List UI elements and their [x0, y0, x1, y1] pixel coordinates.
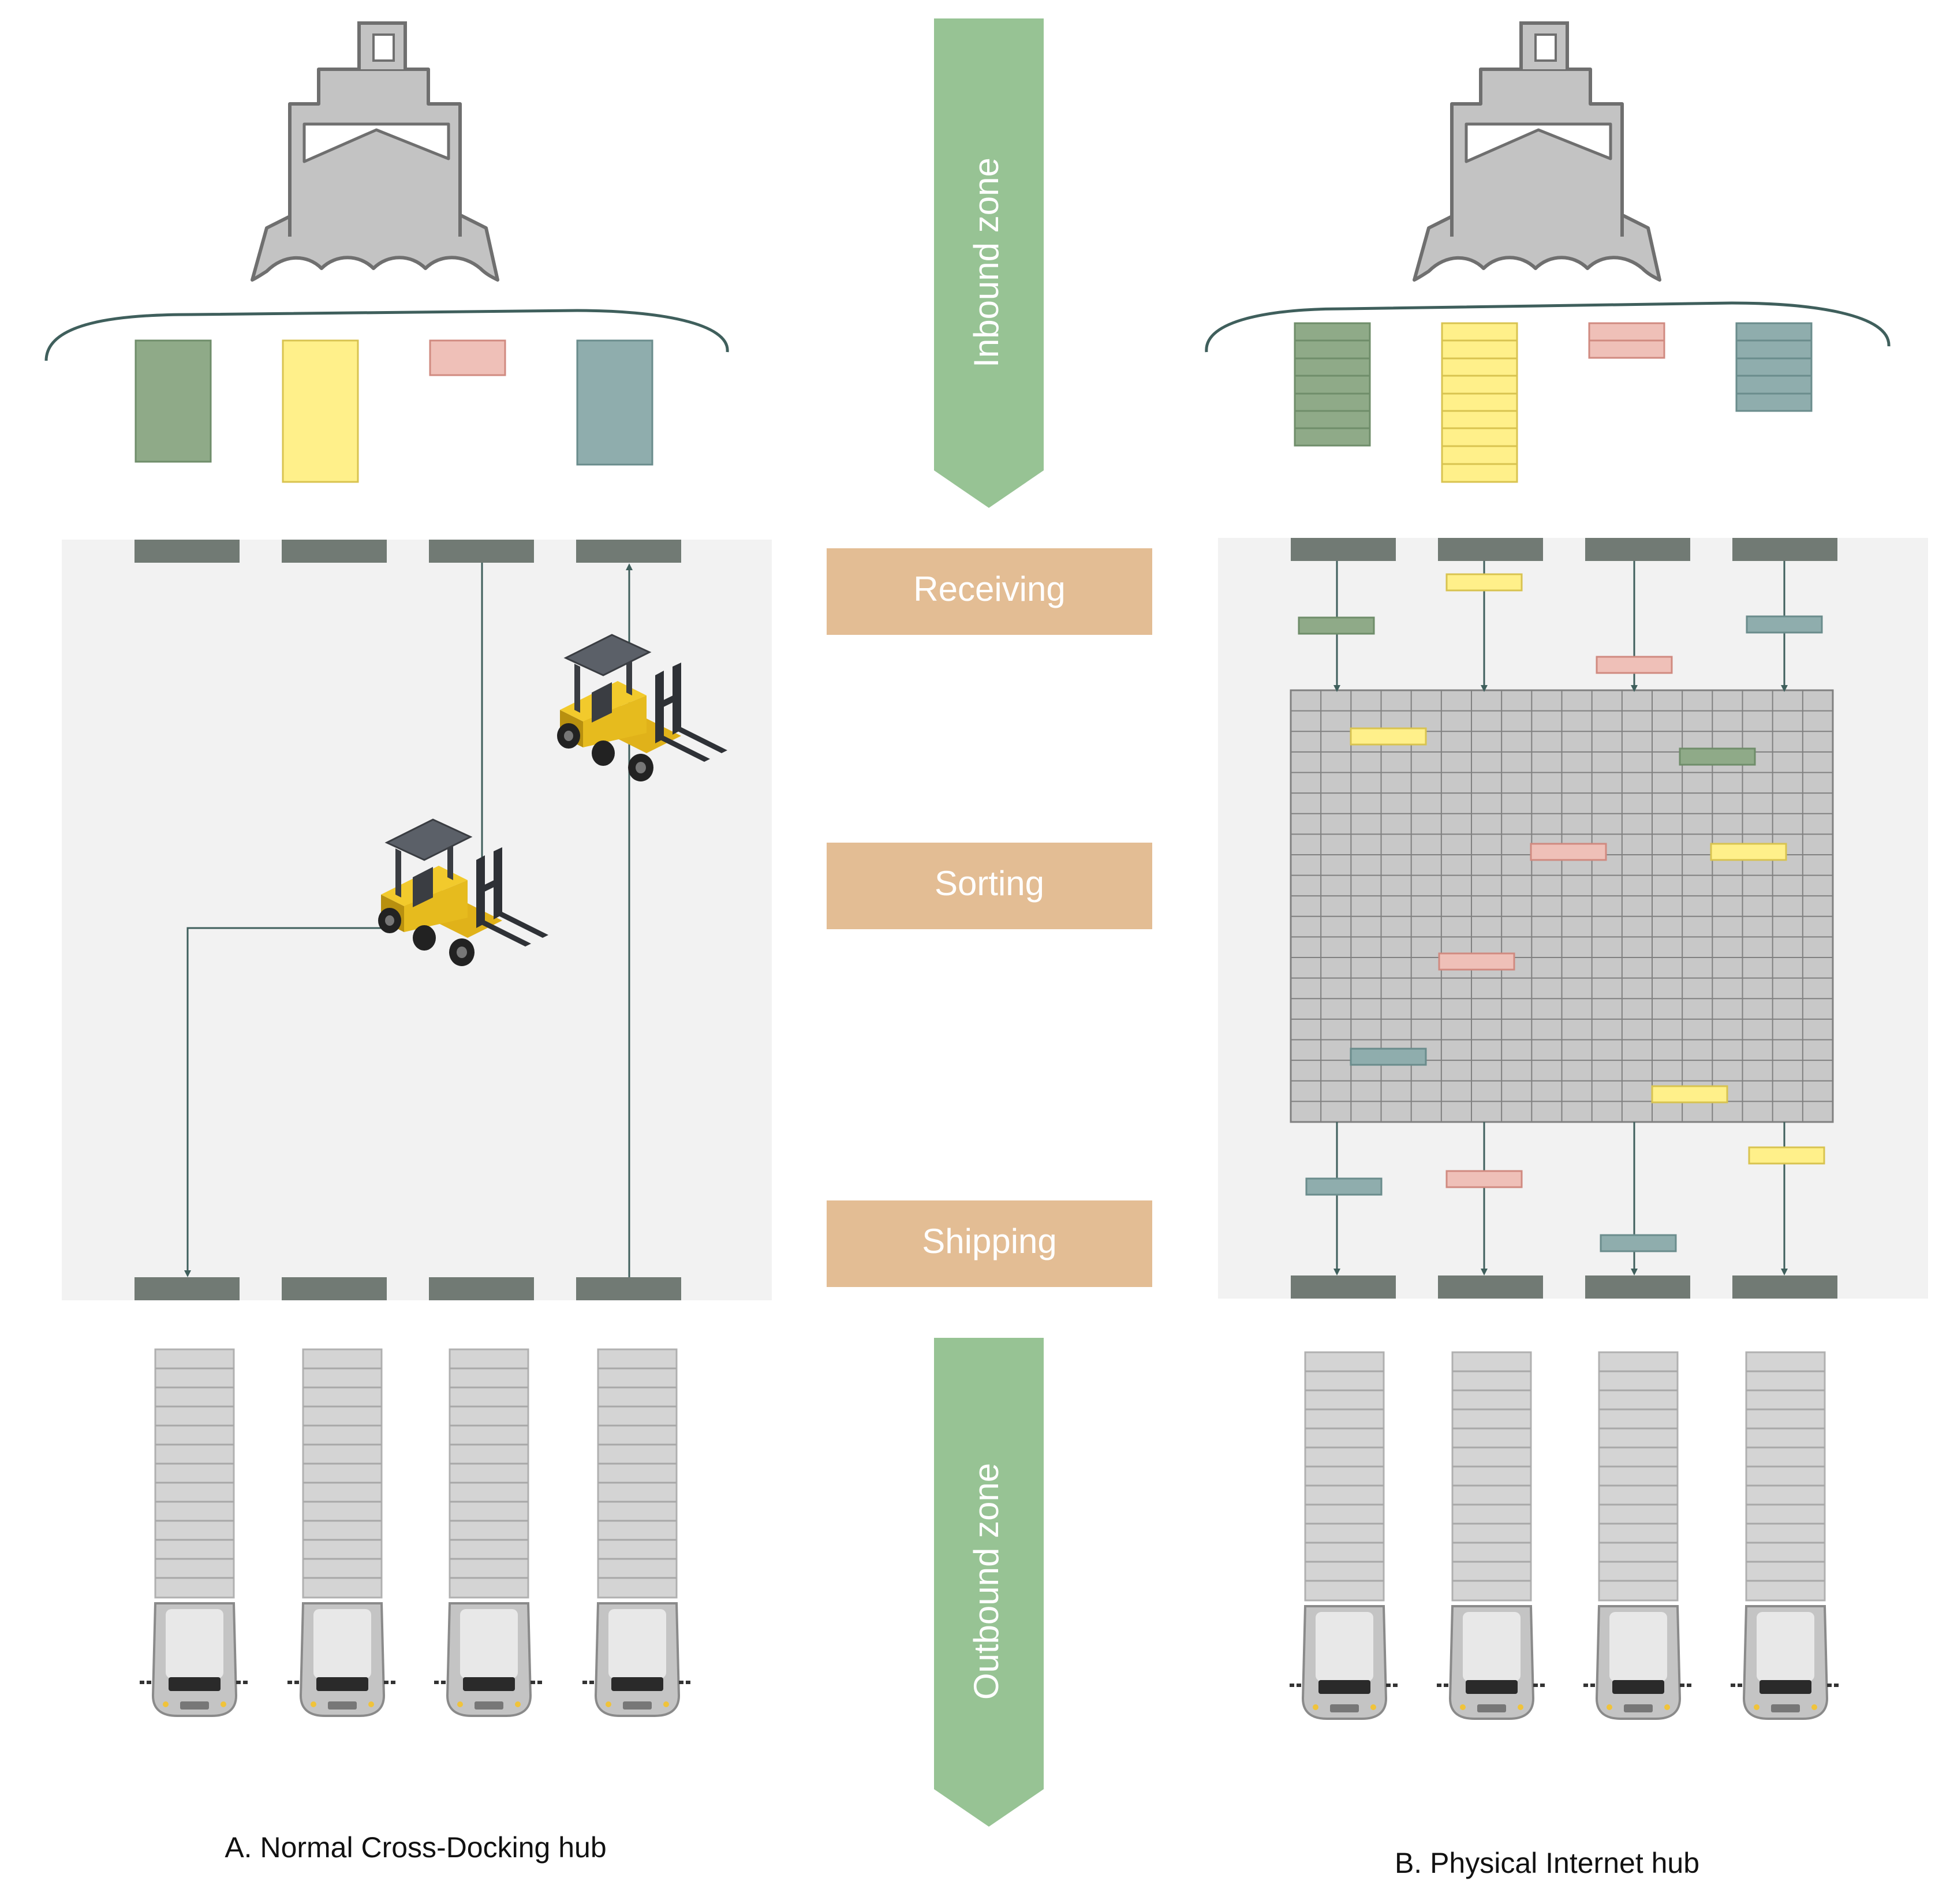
truck-icon: [1731, 1352, 1840, 1719]
grid-containers: [1350, 727, 1787, 1104]
receiving-docks-b: [1291, 538, 1837, 561]
inbound-bracket: [44, 309, 729, 361]
shipping-label: Shipping: [922, 1222, 1057, 1260]
shipping-docks-a: [135, 1277, 681, 1300]
receiving-docks-a: [135, 540, 681, 563]
center-column: Inbound zone Receiving Sorting Shipping …: [827, 18, 1152, 1827]
ship-icon: [252, 23, 498, 280]
inbound-zone-arrow: [934, 18, 1044, 508]
panel-b: B. Physical Internet hub: [1205, 23, 1928, 1879]
cargo-stack-teal: [1735, 322, 1813, 412]
shipping-stage: [827, 1200, 1152, 1287]
truck-icon: [1583, 1352, 1693, 1719]
cargo-stack-yellow: [1441, 322, 1518, 483]
trucks-b: [1290, 1352, 1840, 1719]
outgoing-containers: [1305, 1146, 1825, 1252]
cargo-teal: [576, 339, 653, 466]
truck-icon: [1290, 1352, 1399, 1719]
trucks-a: [140, 1349, 692, 1716]
cargo-stack-green: [1294, 322, 1371, 447]
inbound-bracket: [1205, 301, 1891, 353]
sorting-stage: [827, 843, 1152, 929]
panel-a: A. Normal Cross-Docking hub: [44, 23, 772, 1864]
ship-icon: [1414, 23, 1660, 280]
truck-icon: [582, 1349, 692, 1716]
cargo-green: [135, 339, 212, 463]
caption-panel-a: A. Normal Cross-Docking hub: [225, 1831, 606, 1864]
cargo-pink: [429, 339, 506, 376]
caption-panel-b: B. Physical Internet hub: [1395, 1847, 1699, 1879]
truck-icon: [140, 1349, 249, 1716]
outbound-zone-label: Outbound zone: [967, 1463, 1006, 1700]
incoming-containers: [1298, 573, 1823, 674]
truck-icon: [1437, 1352, 1546, 1719]
shipping-docks-b: [1291, 1275, 1837, 1299]
cargo-yellow: [282, 339, 359, 483]
inbound-zone-label: Inbound zone: [967, 158, 1006, 368]
outbound-zone-arrow: [934, 1338, 1044, 1827]
truck-icon: [287, 1349, 397, 1716]
truck-icon: [434, 1349, 544, 1716]
cargo-stack-pink: [1588, 322, 1665, 359]
receiving-label: Receiving: [913, 570, 1065, 608]
sorting-label: Sorting: [935, 864, 1044, 903]
receiving-stage: [827, 548, 1152, 635]
